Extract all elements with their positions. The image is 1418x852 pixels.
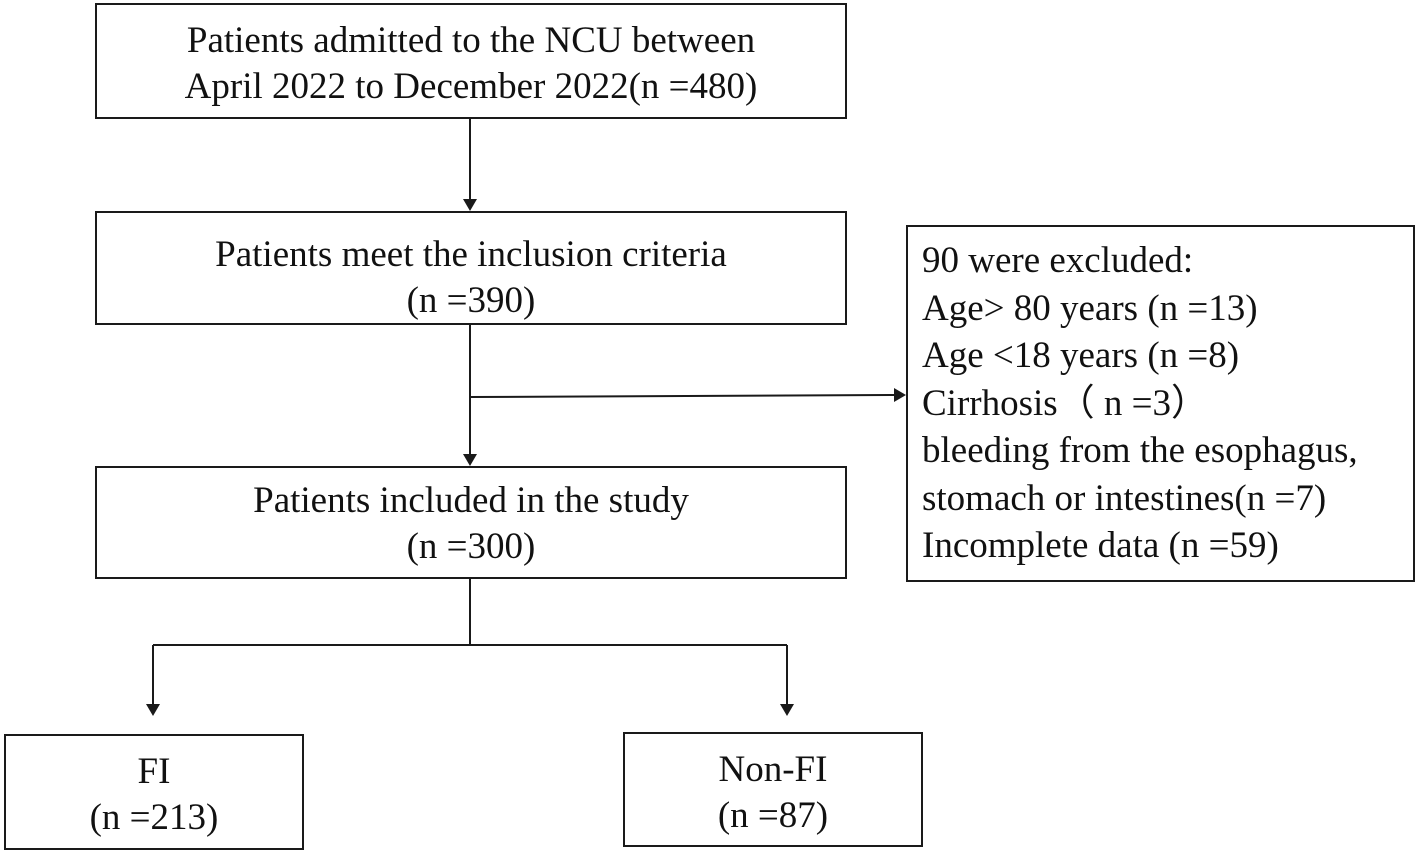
included-line-1: Patients included in the study — [253, 480, 689, 521]
arrowhead-fi — [146, 704, 160, 716]
included-box: Patients included in the study (n =300) — [95, 466, 847, 579]
excluded-item-age-over-80: Age> 80 years (n =13) — [922, 287, 1258, 329]
excluded-box: 90 were excluded: Age> 80 years (n =13) … — [906, 225, 1415, 582]
nonfi-count: (n =87) — [717, 795, 829, 836]
inclusion-line-1: Patients meet the inclusion criteria — [215, 234, 727, 275]
excluded-item-age-under-18: Age <18 years (n =8) — [922, 335, 1240, 376]
excluded-item-bleeding-1: bleeding from the esophagus, — [922, 430, 1358, 471]
fi-count: (n =213) — [89, 797, 219, 838]
arrowhead-included — [463, 454, 477, 466]
arrowhead-nonfi — [780, 704, 794, 716]
arrow-to-excluded — [469, 394, 897, 398]
admitted-line-1: Patients admitted to the NCU between — [186, 20, 756, 61]
excluded-item-incomplete-data: Incomplete data (n =59) — [922, 525, 1279, 566]
arrowhead-inclusion — [463, 199, 477, 211]
nonfi-box: Non-FI (n =87) — [623, 732, 923, 847]
admitted-box: Patients admitted to the NCU between Apr… — [95, 3, 847, 119]
inclusion-line-2: (n =390) — [406, 280, 536, 321]
excluded-title: 90 were excluded: — [922, 240, 1194, 281]
included-line-2: (n =300) — [406, 526, 536, 567]
fi-box: FI (n =213) — [4, 734, 304, 850]
fi-label: FI — [137, 751, 171, 792]
arrowhead-excluded — [894, 388, 906, 402]
inclusion-box: Patients meet the inclusion criteria (n … — [95, 211, 847, 325]
excluded-item-cirrhosis: Cirrhosis（ n =3） — [922, 382, 1209, 424]
admitted-line-2: April 2022 to December 2022(n =480) — [184, 66, 758, 107]
nonfi-label: Non-FI — [718, 749, 828, 790]
excluded-item-bleeding-2: stomach or intestines(n =7) — [922, 477, 1327, 519]
